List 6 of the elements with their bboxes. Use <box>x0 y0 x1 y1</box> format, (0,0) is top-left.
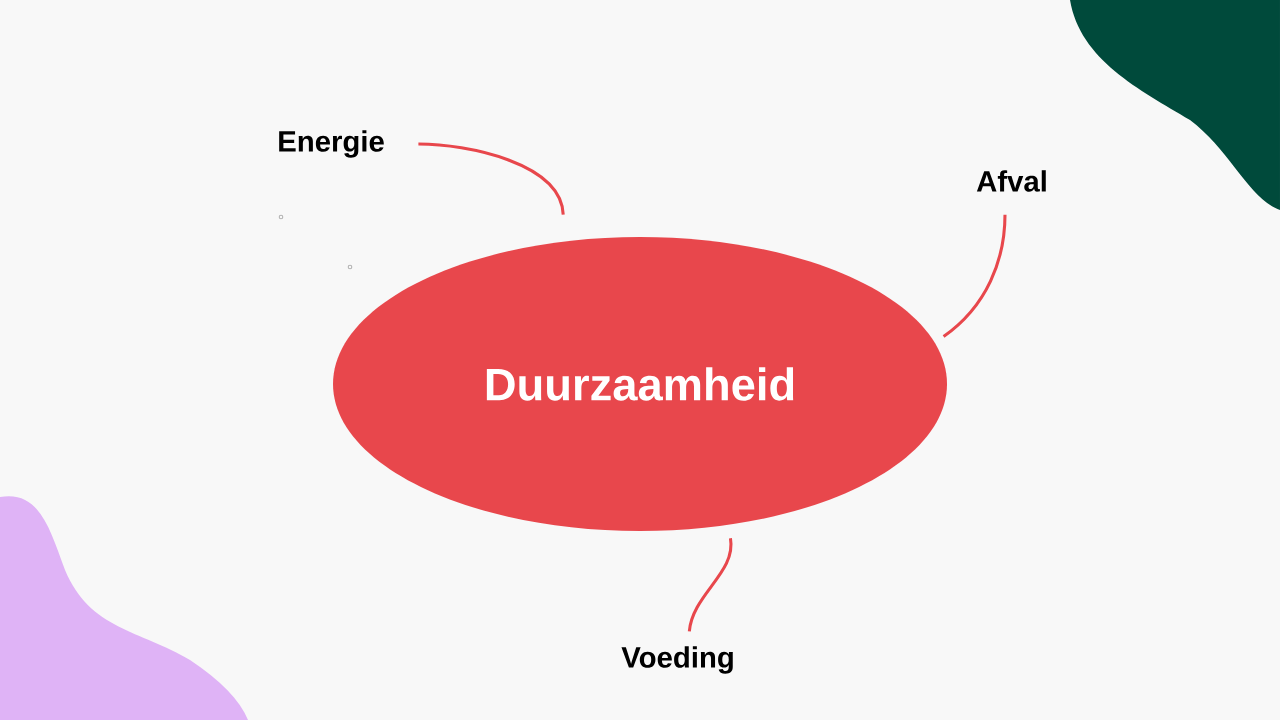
connector-curve <box>418 142 565 215</box>
topic-label: Voeding <box>621 646 733 674</box>
connector-curve <box>942 214 1007 338</box>
topic-label: Afval <box>976 170 1046 192</box>
topic-label: Energie <box>279 130 384 158</box>
connector-curve <box>687 538 733 632</box>
